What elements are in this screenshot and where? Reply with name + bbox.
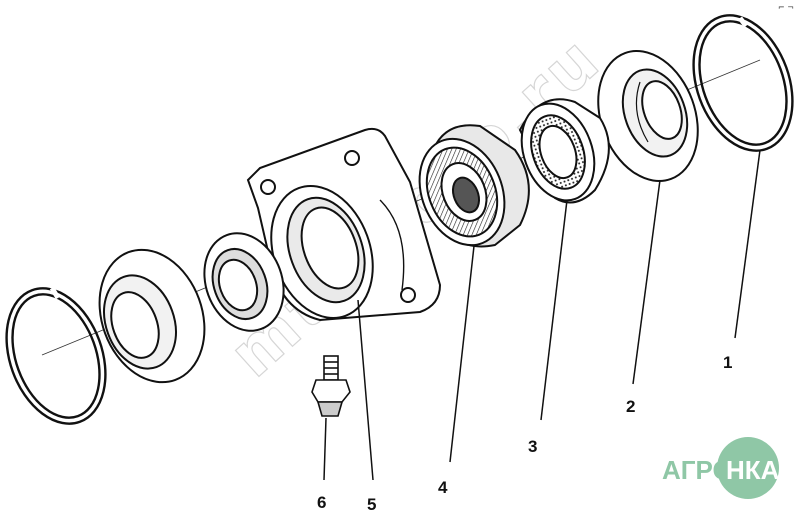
corner-mark: ⌐ ¬ — [778, 3, 794, 12]
leader-6 — [323, 417, 327, 481]
left-retaining-ring — [5, 286, 107, 425]
leader-4 — [449, 245, 475, 463]
leader-5 — [357, 299, 374, 481]
part-2-cover — [597, 50, 699, 182]
callout-3: 3 — [528, 437, 537, 456]
callout-6: 6 — [317, 493, 326, 512]
callout-1: 1 — [723, 353, 732, 372]
logo-text-nka: НКА — [726, 455, 780, 485]
leader-1 — [734, 149, 761, 339]
callout-2: 2 — [626, 397, 635, 416]
part-3-ball-bearing — [518, 98, 610, 204]
leader-3 — [540, 199, 568, 421]
callout-5: 5 — [367, 495, 376, 514]
leader-2 — [632, 179, 661, 385]
part-5-flange-housing — [246, 127, 442, 322]
part-6-grease-nipple — [311, 355, 351, 417]
logo-circle — [717, 437, 779, 499]
part-5-seal-ring — [203, 232, 285, 332]
callout-4: 4 — [438, 478, 448, 497]
left-cover-ring — [98, 248, 206, 384]
part-1-retaining-ring — [692, 14, 794, 152]
leader-lines — [323, 149, 761, 481]
part-4-roller-bearing — [418, 124, 530, 248]
agronka-logo: АГРО НКА — [662, 437, 780, 499]
